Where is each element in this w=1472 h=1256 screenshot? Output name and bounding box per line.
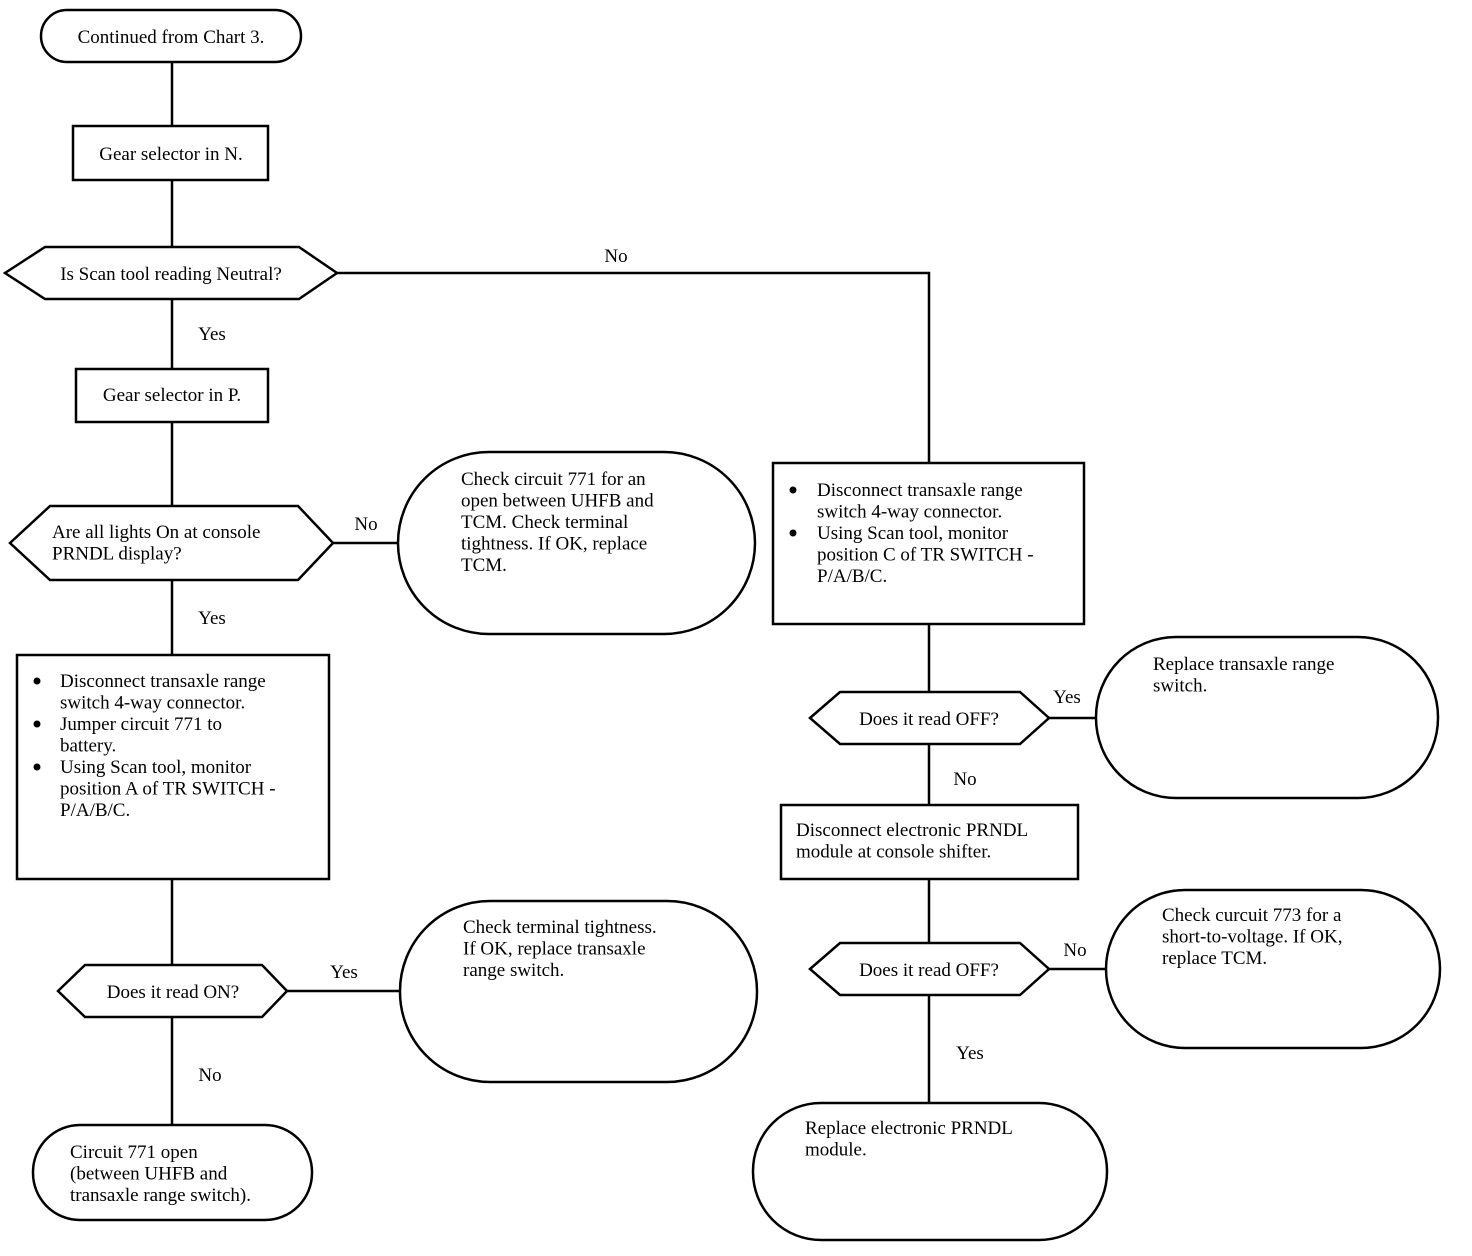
left-steps-text: position A of TR SWITCH - [60,779,276,800]
disconnect-prndl-box [779,803,1080,881]
check-771-text: Check circuit 771 for an [461,469,646,490]
replace-prndl-text: Replace electronic PRNDL [805,1118,1013,1139]
connectors [170,62,1106,1125]
check-773-terminal [1104,888,1442,1050]
check-773-text: replace TCM. [1162,948,1267,969]
circuit-open-terminal [31,1123,314,1222]
gear-n-box [71,124,270,182]
left-steps-text: switch 4-way connector. [60,693,245,714]
left-steps-text: Jumper circuit 771 to [60,714,222,735]
off2-decision [808,941,1051,997]
edge-label-on-yes: Yes [330,962,358,983]
left-steps-text: battery. [60,736,116,757]
right-steps-text: P/A/B/C. [817,566,887,587]
on-decision [56,963,289,1019]
circuit-open-text: transaxle range switch). [70,1185,251,1206]
replace-switch-text: Replace transaxle range [1153,654,1334,675]
disconnect-prndl-text: Disconnect electronic PRNDL [796,820,1028,841]
edge-label-neutral-yes: Yes [198,324,226,345]
edge-label-off2-yes: Yes [956,1043,984,1064]
bullet-dot [33,720,41,728]
right-steps-text: position C of TR SWITCH - [817,545,1034,566]
edge-label-neutral-no: No [604,246,627,267]
bullet-dot [33,763,41,771]
check-771-text: open between UHFB and [461,491,654,512]
start-terminal [39,8,303,64]
check-terminal-text: Check terminal tightness. [463,917,657,938]
right-steps-text: switch 4-way connector. [817,502,1002,523]
left-steps-box [15,653,331,881]
edge-label-off1-no: No [953,769,976,790]
circuit-open-text: (between UHFB and [70,1164,228,1185]
right-steps-text: Using Scan tool, monitor [817,523,1009,544]
q-off1-text: Does it read OFF? [859,709,999,730]
replace-switch-terminal [1094,635,1440,800]
replace-prndl-terminal [751,1101,1109,1242]
edge-label-off1-yes: Yes [1053,687,1081,708]
bullet-dot [33,677,41,685]
gear-p-text: Gear selector in P. [103,385,241,406]
replace-prndl-text: module. [805,1140,867,1161]
right-steps-box [771,461,1086,626]
q-off2-text: Does it read OFF? [859,960,999,981]
circuit-open-text: Circuit 771 open [70,1142,198,1163]
check-771-terminal [396,450,757,636]
start-text: Continued from Chart 3. [78,27,265,48]
right-steps-text: Disconnect transaxle range [817,480,1023,501]
gear-p-box [74,367,270,424]
neutral-decision [2,245,340,301]
edge-label-lights-no: No [354,514,377,535]
gear-n-text: Gear selector in N. [99,144,243,165]
check-771-text: tightness. If OK, replace [461,534,647,555]
off1-decision [808,690,1051,746]
edge-label-lights-yes: Yes [198,608,226,629]
check-771-text: TCM. [461,555,507,576]
q-neutral-text: Is Scan tool reading Neutral? [60,264,282,285]
disconnect-prndl-text: module at console shifter. [796,842,991,863]
bullet-dot [789,529,797,537]
check-773-text: Check curcuit 773 for a [1162,905,1342,926]
check-terminal-terminal [398,899,759,1084]
check-771-text: TCM. Check terminal [461,512,628,533]
left-steps-text: P/A/B/C. [60,800,130,821]
left-steps-text: Disconnect transaxle range [60,671,266,692]
edge-label-on-no: No [198,1065,221,1086]
check-773-text: short-to-voltage. If OK, [1162,927,1342,948]
q-on-text: Does it read ON? [107,982,239,1003]
replace-switch-text: switch. [1153,676,1207,697]
lights-decision [8,504,335,582]
q-lights-text: Are all lights On at console [52,522,260,543]
check-terminal-text: range switch. [463,960,564,981]
check-terminal-text: If OK, replace transaxle [463,939,646,960]
left-steps-text: Using Scan tool, monitor [60,757,252,778]
q-lights-text: PRNDL display? [52,544,182,565]
bullet-dot [789,486,797,494]
edge-label-off2-no: No [1063,940,1086,961]
